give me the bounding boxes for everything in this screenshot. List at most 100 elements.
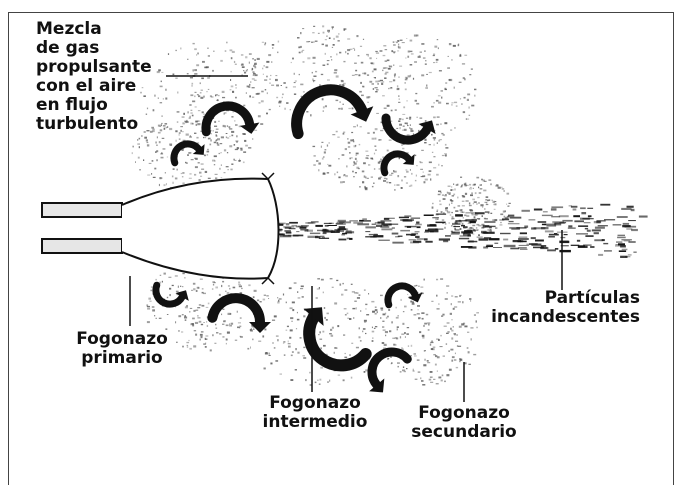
smoke-speck: [438, 303, 439, 305]
smoke-speck: [197, 94, 199, 95]
smoke-speck: [274, 315, 277, 317]
smoke-speck: [337, 325, 339, 327]
particle-speck: [436, 222, 446, 224]
smoke-speck: [277, 339, 278, 341]
smoke-speck: [281, 85, 282, 86]
smoke-speck: [272, 320, 273, 321]
smoke-speck: [465, 183, 467, 185]
particle-speck: [399, 217, 409, 219]
smoke-speck: [413, 370, 415, 372]
smoke-speck: [377, 311, 378, 313]
smoke-speck: [450, 313, 452, 315]
particle-speck: [279, 233, 283, 235]
smoke-speck: [175, 275, 178, 277]
smoke-speck: [381, 82, 383, 83]
smoke-speck: [391, 110, 393, 112]
smoke-speck: [412, 301, 414, 303]
smoke-speck: [197, 317, 200, 318]
smoke-speck: [240, 149, 242, 151]
smoke-speck: [256, 93, 259, 95]
smoke-speck: [164, 273, 166, 275]
smoke-speck: [343, 379, 345, 381]
smoke-speck: [182, 131, 184, 132]
smoke-speck: [449, 193, 451, 195]
smoke-speck: [362, 171, 365, 173]
particle-speck: [486, 246, 493, 247]
smoke-speck: [352, 308, 355, 309]
smoke-speck: [398, 44, 399, 46]
smoke-speck: [473, 188, 474, 189]
smoke-speck: [165, 89, 166, 91]
smoke-speck: [340, 181, 343, 183]
smoke-speck: [180, 286, 181, 287]
smoke-speck: [364, 176, 366, 178]
smoke-speck: [269, 355, 271, 356]
smoke-speck: [446, 285, 449, 287]
smoke-speck: [398, 366, 399, 368]
particle-speck: [485, 226, 496, 227]
smoke-speck: [192, 85, 193, 87]
smoke-speck: [147, 308, 150, 310]
smoke-speck: [160, 102, 163, 103]
smoke-speck: [294, 94, 296, 95]
particle-speck: [639, 216, 648, 218]
particle-speck: [504, 245, 516, 247]
smoke-speck: [400, 40, 403, 41]
smoke-speck: [196, 124, 198, 126]
smoke-speck: [161, 81, 162, 83]
particle-speck: [289, 228, 296, 229]
particle-speck: [400, 219, 408, 221]
smoke-speck: [252, 58, 254, 60]
smoke-speck: [313, 26, 315, 27]
smoke-speck: [481, 184, 482, 186]
label-intermediate-flash: Fogonazo intermedio: [250, 394, 380, 432]
smoke-speck: [345, 314, 347, 316]
smoke-speck: [147, 306, 150, 307]
smoke-speck: [344, 308, 347, 309]
smoke-speck: [459, 358, 461, 360]
smoke-speck: [447, 211, 449, 212]
particle-speck: [573, 215, 580, 217]
smoke-speck: [421, 74, 424, 76]
smoke-speck: [163, 98, 164, 100]
smoke-speck: [490, 183, 492, 185]
smoke-speck: [189, 116, 191, 118]
smoke-speck: [203, 96, 204, 98]
smoke-speck: [231, 131, 234, 133]
smoke-speck: [200, 97, 203, 99]
smoke-speck: [387, 358, 389, 359]
particle-speck: [518, 247, 527, 248]
smoke-speck: [183, 113, 185, 115]
smoke-speck: [198, 287, 200, 289]
smoke-speck: [294, 73, 295, 75]
smoke-speck: [334, 72, 337, 74]
smoke-speck: [180, 48, 181, 50]
particle-speck: [331, 231, 340, 233]
smoke-speck: [466, 215, 469, 217]
smoke-speck: [408, 345, 409, 346]
smoke-speck: [240, 336, 242, 337]
smoke-speck: [189, 311, 190, 312]
smoke-speck: [407, 100, 408, 101]
smoke-speck: [266, 61, 269, 63]
smoke-speck: [487, 200, 489, 201]
smoke-speck: [290, 307, 293, 309]
smoke-speck: [421, 380, 424, 382]
smoke-speck: [484, 218, 486, 220]
smoke-speck: [399, 124, 402, 126]
smoke-speck: [257, 58, 260, 60]
smoke-speck: [205, 346, 207, 348]
smoke-speck: [431, 348, 433, 350]
smoke-speck: [347, 318, 349, 319]
particle-speck: [620, 245, 626, 247]
smoke-speck: [440, 123, 441, 124]
smoke-speck: [386, 182, 388, 184]
smoke-speck: [444, 195, 447, 197]
smoke-speck: [426, 85, 427, 87]
smoke-speck: [492, 219, 494, 220]
smoke-speck: [495, 185, 498, 186]
particle-speck: [547, 249, 556, 251]
smoke-speck: [455, 210, 458, 212]
smoke-speck: [399, 127, 400, 129]
smoke-speck: [459, 295, 461, 297]
